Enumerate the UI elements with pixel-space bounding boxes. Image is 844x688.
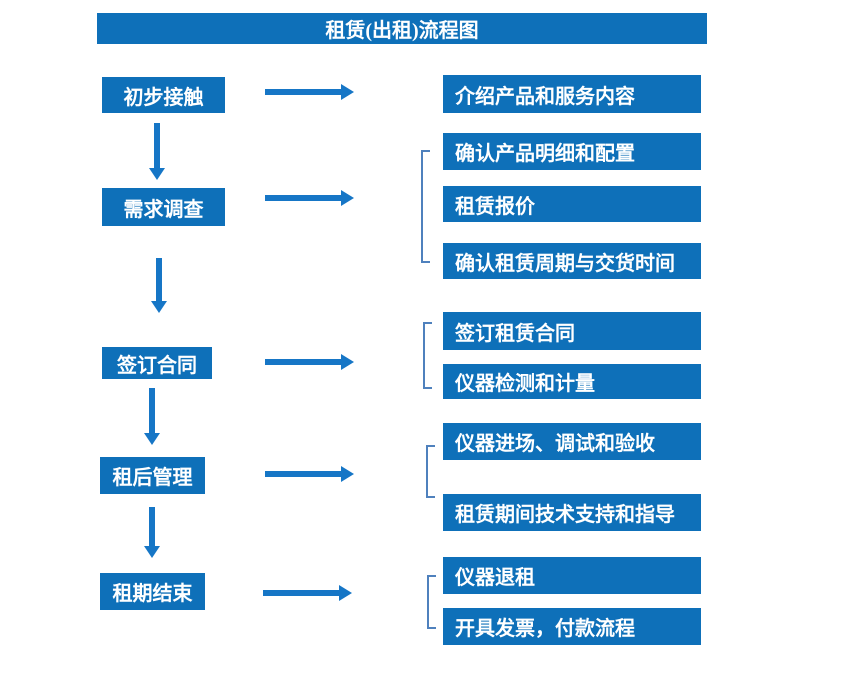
group-bracket — [423, 322, 432, 389]
detail-instrument-calibration: 仪器检测和计量 — [443, 364, 701, 399]
detail-confirm-period: 确认租赁周期与交货时间 — [443, 243, 701, 279]
step-initial-contact: 初步接触 — [102, 77, 225, 113]
arrow-right-icon — [265, 466, 354, 482]
detail-tech-support: 租赁期间技术支持和指导 — [443, 494, 701, 531]
arrow-down-icon — [144, 507, 160, 558]
step-rental-end: 租期结束 — [100, 573, 205, 610]
detail-confirm-product-spec: 确认产品明细和配置 — [443, 133, 701, 170]
group-bracket — [421, 150, 430, 263]
group-bracket — [427, 575, 436, 629]
arrow-right-icon — [263, 585, 352, 601]
detail-invoice-payment: 开具发票，付款流程 — [443, 608, 701, 645]
flowchart-title: 租赁(出租)流程图 — [97, 13, 707, 44]
group-bracket — [426, 445, 435, 498]
detail-introduce-products: 介绍产品和服务内容 — [443, 75, 701, 113]
step-demand-survey: 需求调查 — [102, 188, 225, 226]
arrow-right-icon — [265, 354, 354, 370]
arrow-down-icon — [151, 258, 167, 313]
step-post-rental-mgmt: 租后管理 — [100, 457, 205, 494]
detail-sign-rental-contract: 签订租赁合同 — [443, 312, 701, 350]
arrow-down-icon — [149, 123, 165, 180]
arrow-right-icon — [265, 84, 354, 100]
arrow-down-icon — [144, 388, 160, 445]
detail-rental-quote: 租赁报价 — [443, 186, 701, 222]
detail-instrument-return: 仪器退租 — [443, 557, 701, 594]
detail-instrument-setup: 仪器进场、调试和验收 — [443, 423, 701, 460]
arrow-right-icon — [265, 190, 354, 206]
step-sign-contract: 签订合同 — [102, 347, 212, 379]
